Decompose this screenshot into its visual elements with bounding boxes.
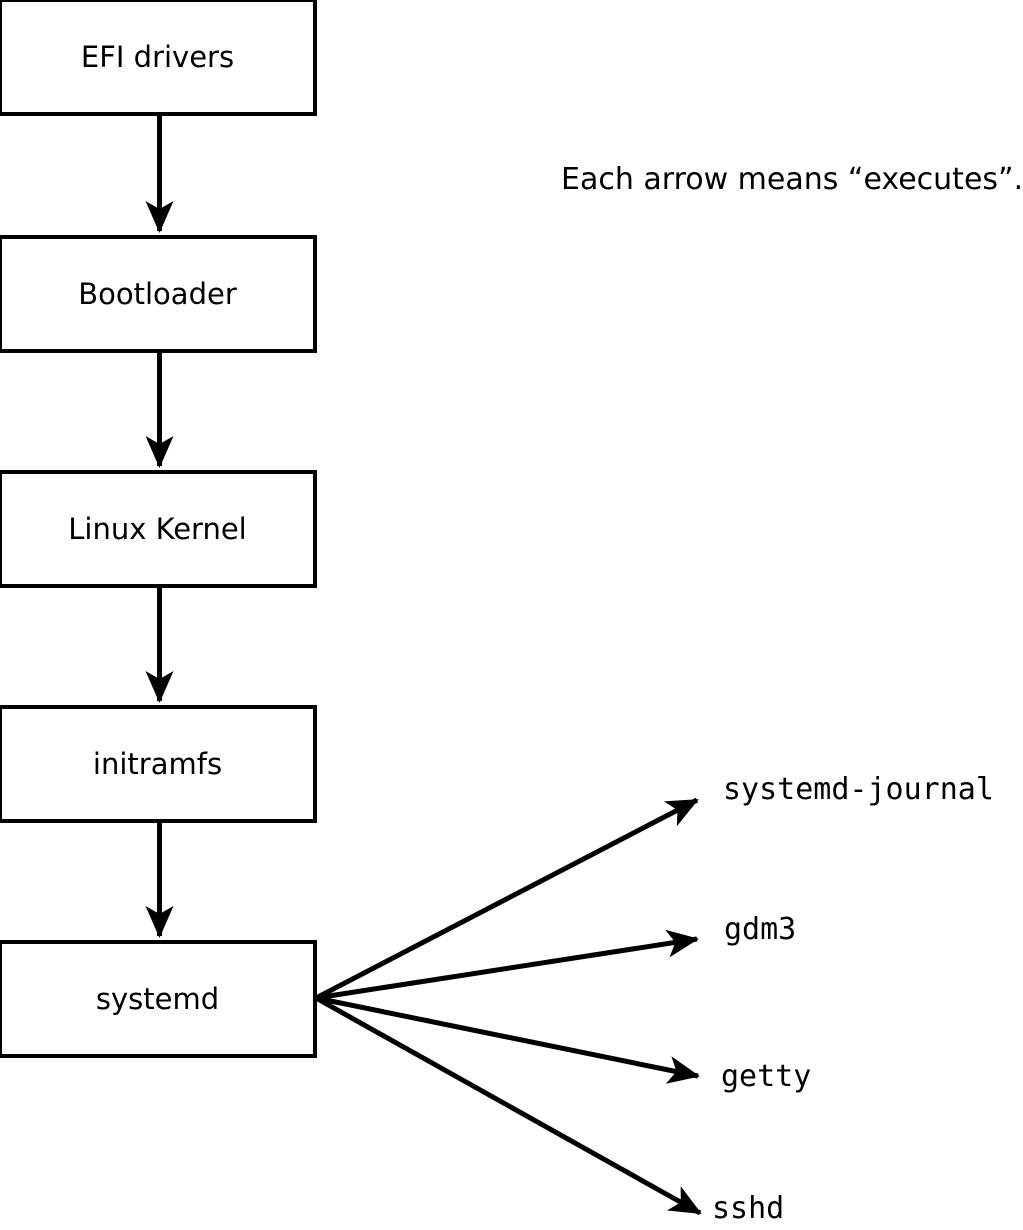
node-efi-drivers: EFI drivers xyxy=(0,0,317,116)
node-linux-kernel-label: Linux Kernel xyxy=(68,511,247,546)
arrow-meaning-note: Each arrow means “executes”. xyxy=(561,162,1023,197)
proc-label-systemd-journal: systemd-journal xyxy=(723,772,994,807)
node-linux-kernel: Linux Kernel xyxy=(0,470,317,588)
proc-label-getty: getty xyxy=(721,1059,812,1094)
node-bootloader-label: Bootloader xyxy=(78,276,237,311)
arrow-systemd-to-sshd xyxy=(314,995,702,1216)
arrow-systemd-to-gdm3 xyxy=(315,929,699,1001)
node-systemd-label: systemd xyxy=(95,981,220,1016)
arrow-systemd-to-getty xyxy=(315,995,700,1084)
proc-label-sshd: sshd xyxy=(712,1191,785,1226)
arrow-systemd-to-systemd-journal xyxy=(314,797,699,1001)
node-efi-drivers-label: EFI drivers xyxy=(80,39,235,74)
node-systemd: systemd xyxy=(0,940,317,1058)
node-initramfs-label: initramfs xyxy=(92,746,223,781)
proc-label-gdm3: gdm3 xyxy=(724,912,797,947)
node-initramfs: initramfs xyxy=(0,705,317,823)
node-bootloader: Bootloader xyxy=(0,235,317,353)
